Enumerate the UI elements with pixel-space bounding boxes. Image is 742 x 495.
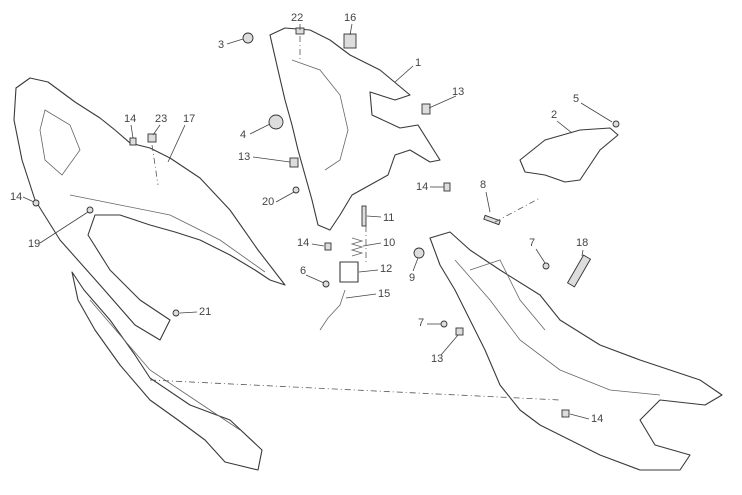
callout: 6 bbox=[300, 265, 306, 277]
tail-section-1 bbox=[269, 27, 441, 231]
callout: 3 bbox=[218, 39, 224, 51]
callout: 13 bbox=[431, 353, 443, 365]
leader-lines bbox=[22, 23, 613, 420]
callout: 17 bbox=[183, 113, 195, 125]
side-fairing-17 bbox=[13, 77, 286, 341]
hardware-fasteners bbox=[32, 27, 620, 418]
callout: 16 bbox=[344, 12, 356, 24]
callout: 2 bbox=[551, 109, 557, 121]
rear-subframe bbox=[429, 231, 723, 471]
callout: 7 bbox=[418, 317, 424, 329]
callout: 14 bbox=[10, 191, 22, 203]
callout: 14 bbox=[124, 113, 136, 125]
lower-side-panel bbox=[71, 271, 263, 471]
callout: 10 bbox=[383, 237, 395, 249]
callout: 21 bbox=[199, 306, 211, 318]
callout: 15 bbox=[378, 288, 390, 300]
callout: 1 bbox=[415, 57, 421, 69]
callout-numbers: 22 16 3 1 13 5 2 14 23 17 4 13 14 8 20 1… bbox=[10, 12, 603, 425]
callout: 19 bbox=[28, 238, 40, 250]
callout: 20 bbox=[262, 196, 274, 208]
callout: 11 bbox=[383, 212, 394, 224]
callout: 14 bbox=[591, 413, 603, 425]
assembly-lines bbox=[149, 36, 561, 401]
callout: 8 bbox=[480, 179, 486, 191]
hose-15 bbox=[319, 289, 346, 331]
callout: 5 bbox=[573, 93, 579, 105]
grab-handle-2 bbox=[519, 127, 619, 183]
callout: 4 bbox=[240, 129, 246, 141]
callout: 18 bbox=[576, 237, 588, 249]
callout: 23 bbox=[155, 113, 167, 125]
callout: 22 bbox=[291, 12, 303, 24]
bracket-12 bbox=[339, 261, 359, 283]
callout: 9 bbox=[409, 272, 415, 284]
callout: 7 bbox=[529, 237, 535, 249]
callout: 13 bbox=[452, 86, 464, 98]
spring-10 bbox=[350, 237, 364, 257]
callout: 14 bbox=[297, 237, 309, 249]
callout: 14 bbox=[416, 181, 428, 193]
callout: 12 bbox=[380, 263, 392, 275]
callout: 13 bbox=[238, 151, 250, 163]
